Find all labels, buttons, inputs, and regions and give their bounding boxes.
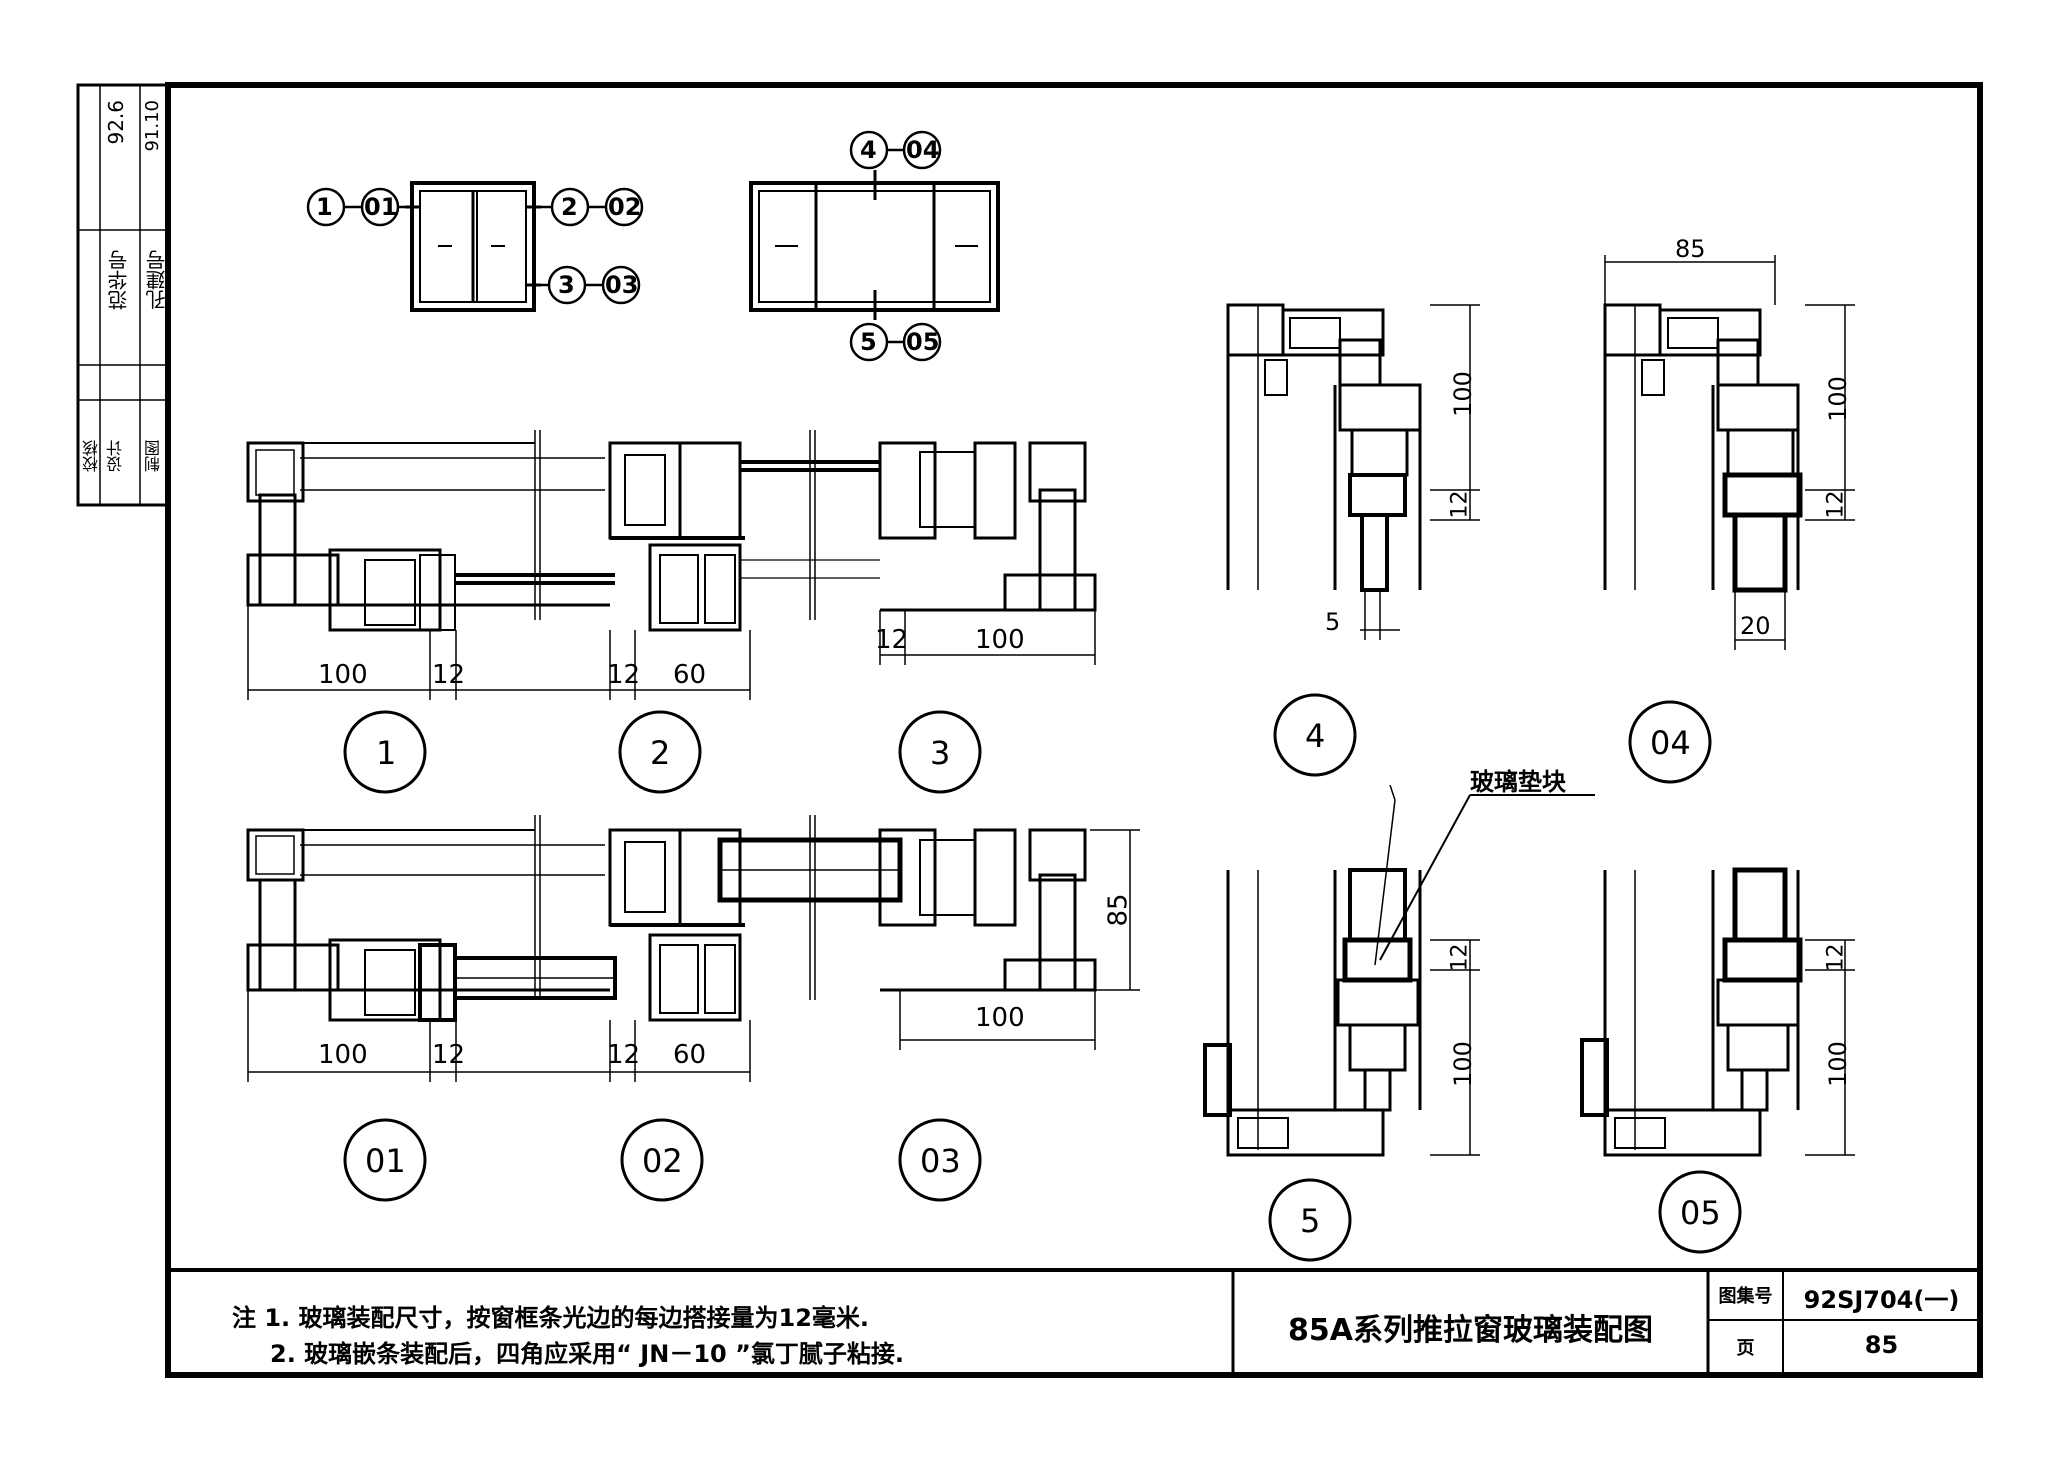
note-line-1: 注 1. 玻璃装配尺寸，按窗框条光边的每边搭接量为12毫米.: [232, 1304, 870, 1332]
callout-01: 01: [364, 193, 398, 221]
detail-label-2: 2: [650, 734, 671, 772]
detail-label-02: 02: [642, 1142, 683, 1180]
detail-label-01: 01: [365, 1142, 406, 1180]
detail-label-3: 3: [930, 734, 951, 772]
dim-row1-12-b: 12: [607, 660, 641, 690]
callout-05: 05: [906, 328, 940, 356]
dimension-lines-section-4: [1360, 304, 1480, 640]
callout-2: 2: [561, 193, 578, 221]
overview-callouts: [306, 130, 942, 362]
sidebar-strip: [76, 83, 170, 507]
atlas-number: 92SJ704(一): [1803, 1286, 1960, 1314]
dim-row1-100-left: 100: [318, 660, 368, 690]
detail-label-5: 5: [1300, 1202, 1321, 1240]
dim-row1-100-right: 100: [975, 625, 1025, 655]
callout-1: 1: [316, 193, 333, 221]
dim-row2-100-left: 100: [318, 1040, 368, 1070]
overview-window-right: [749, 170, 1000, 320]
dim-row1-12-c: 12: [875, 625, 909, 655]
callout-02: 02: [608, 193, 642, 221]
section-05: [1580, 867, 1803, 1157]
detail-label-4: 4: [1305, 717, 1326, 755]
dim-s04-20: 20: [1740, 612, 1771, 640]
dimension-lines-row-1: [247, 605, 1096, 700]
callout-03: 03: [605, 271, 639, 299]
dim-s4-5: 5: [1325, 608, 1341, 636]
page-label: 页: [1736, 1338, 1755, 1359]
callout-3: 3: [558, 271, 575, 299]
callout-04: 04: [906, 136, 940, 164]
atlas-number-label: 图集号: [1718, 1286, 1773, 1307]
detail-label-05: 05: [1680, 1194, 1721, 1232]
drawing-title: 85A系列推拉窗玻璃装配图: [1288, 1313, 1653, 1348]
dim-row1-60: 60: [673, 660, 707, 690]
section-4: [1226, 303, 1422, 592]
detail-circles: [343, 693, 1742, 1262]
dimension-lines-section-04: [1604, 255, 1855, 650]
callout-4: 4: [860, 136, 877, 164]
detail-label-03: 03: [920, 1142, 961, 1180]
callout-5: 5: [860, 328, 877, 356]
detail-label-1: 1: [376, 734, 397, 772]
dim-s04-85: 85: [1675, 235, 1706, 263]
dim-row2-12-b: 12: [607, 1040, 641, 1070]
dimension-lines-row-2: [247, 829, 1140, 1082]
dimension-lines-section-05: [1805, 939, 1855, 1156]
dim-row2-60: 60: [673, 1040, 707, 1070]
overview-window-left: [405, 181, 541, 312]
sheet-border: [165, 82, 1983, 1378]
section-04: [1603, 303, 1803, 593]
detail-label-04: 04: [1650, 724, 1691, 762]
note-line-2: 2. 玻璃嵌条装配后，四角应采用“ JN－10 ”氯丁腻子粘接.: [270, 1340, 904, 1368]
dim-row2-12-a: 12: [432, 1040, 466, 1070]
dim-row2-100-right: 100: [975, 1003, 1025, 1033]
glass-block-label: 玻璃垫块: [1470, 768, 1566, 796]
dim-row1-12-a: 12: [432, 660, 466, 690]
page-number: 85: [1864, 1331, 1899, 1359]
dimension-lines-section-5: [1374, 784, 1480, 1156]
